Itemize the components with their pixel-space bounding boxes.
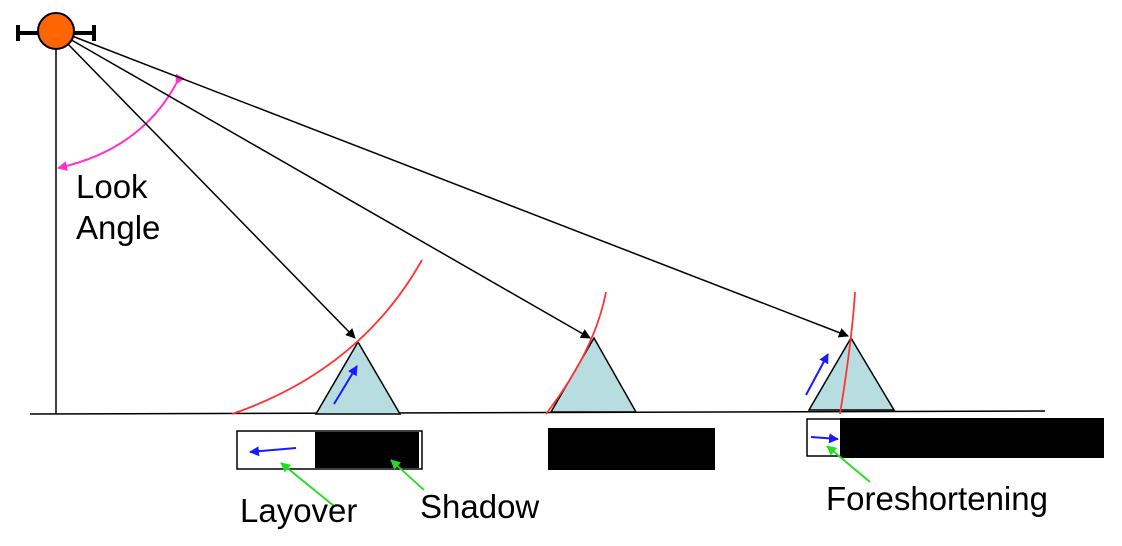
- target-triangle-foreshortening: [807, 336, 896, 411]
- shadow-block-2: [548, 428, 715, 470]
- wavefront-1: [231, 259, 423, 415]
- target-triangle-layover: [314, 340, 402, 415]
- layover-image-arrow: [249, 446, 297, 457]
- shadow-block-1: [315, 432, 419, 468]
- look-ray-3: [71, 35, 849, 338]
- shadow-label: Shadow: [420, 488, 540, 525]
- look-angle-label: Look Angle: [76, 166, 160, 249]
- foreshortening-image-arrow: [810, 433, 839, 444]
- slope-arrow-3: [805, 353, 829, 396]
- look-angle-label-line1: Look: [76, 168, 148, 205]
- layover-callout: [280, 462, 335, 507]
- look-angle-arc: [57, 73, 185, 171]
- wavefront-2: [545, 291, 607, 415]
- look-ray-1: [63, 39, 356, 339]
- look-angle-label-line2: Angle: [76, 209, 161, 247]
- sensor-icon: [16, 12, 96, 50]
- shadow-callout: [390, 459, 425, 491]
- foreshortening-label: Foreshortening: [826, 480, 1048, 517]
- look-ray-2: [67, 37, 591, 339]
- shadow-block-3: [840, 418, 1104, 458]
- ground-line: [29, 410, 1046, 415]
- wavefront-3: [839, 291, 856, 415]
- target-triangle-shadow: [549, 336, 638, 413]
- foreshortening-callout: [826, 445, 871, 483]
- layover-label: Layover: [240, 492, 358, 529]
- slope-arrow-1: [333, 365, 358, 405]
